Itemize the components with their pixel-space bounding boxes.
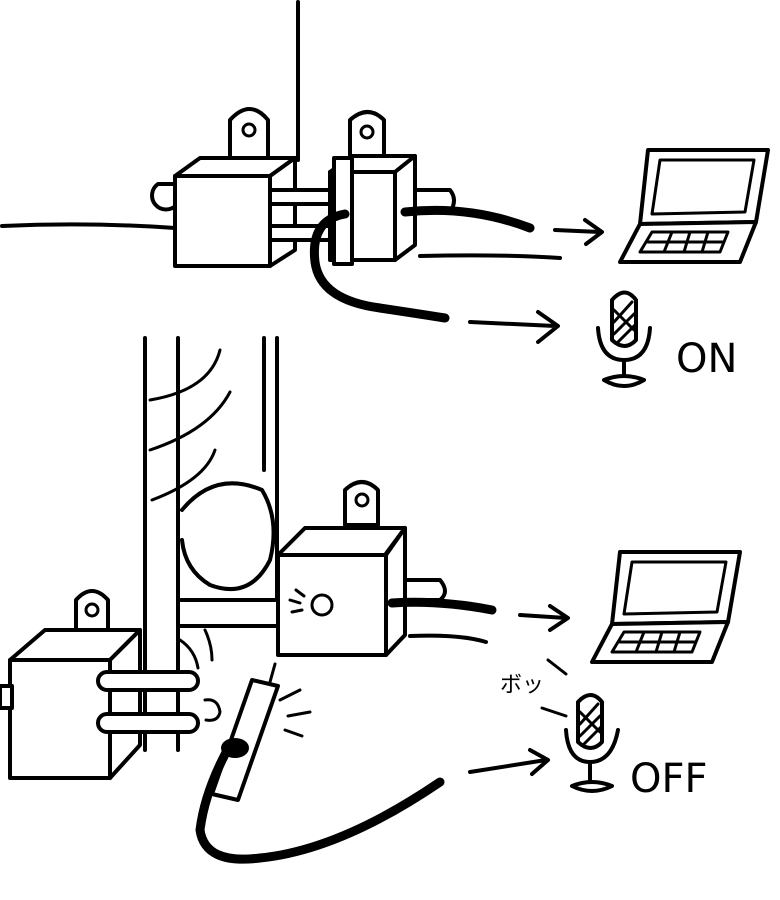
prong-upper-off xyxy=(96,670,200,692)
status-label-off: OFF xyxy=(630,756,708,802)
sound-effect-text: ボッ xyxy=(500,673,544,698)
empty-socket-icon xyxy=(310,593,334,617)
laptop-off-icon xyxy=(590,550,742,664)
arrow-to-mic-off-icon xyxy=(468,748,550,776)
arrow-to-laptop-icon xyxy=(553,218,604,246)
bottom-panel: ボッ OFF xyxy=(0,336,742,864)
outlet-loop-right-icon xyxy=(348,110,386,158)
mic-cable xyxy=(309,209,450,323)
outlet-box-left xyxy=(173,174,272,268)
status-label-on: ON xyxy=(676,336,737,382)
unplugged-plug-icon xyxy=(195,662,445,864)
arrow-to-mic-icon xyxy=(468,310,560,344)
prong-lower-off xyxy=(96,712,200,734)
microphone-off-icon xyxy=(564,693,620,793)
outlet-box-front xyxy=(8,658,112,780)
laptop-icon xyxy=(618,148,770,264)
floor-line xyxy=(0,222,177,230)
laptop-cable xyxy=(400,205,535,233)
laptop-cable-off xyxy=(387,597,497,615)
top-panel: ON xyxy=(0,0,770,388)
chair-back xyxy=(180,481,276,591)
outlet-loop-front-icon xyxy=(74,589,110,632)
arrow-to-laptop-off-icon xyxy=(518,604,570,632)
microphone-icon xyxy=(596,290,652,388)
outlet-loop-back-icon xyxy=(343,480,380,527)
